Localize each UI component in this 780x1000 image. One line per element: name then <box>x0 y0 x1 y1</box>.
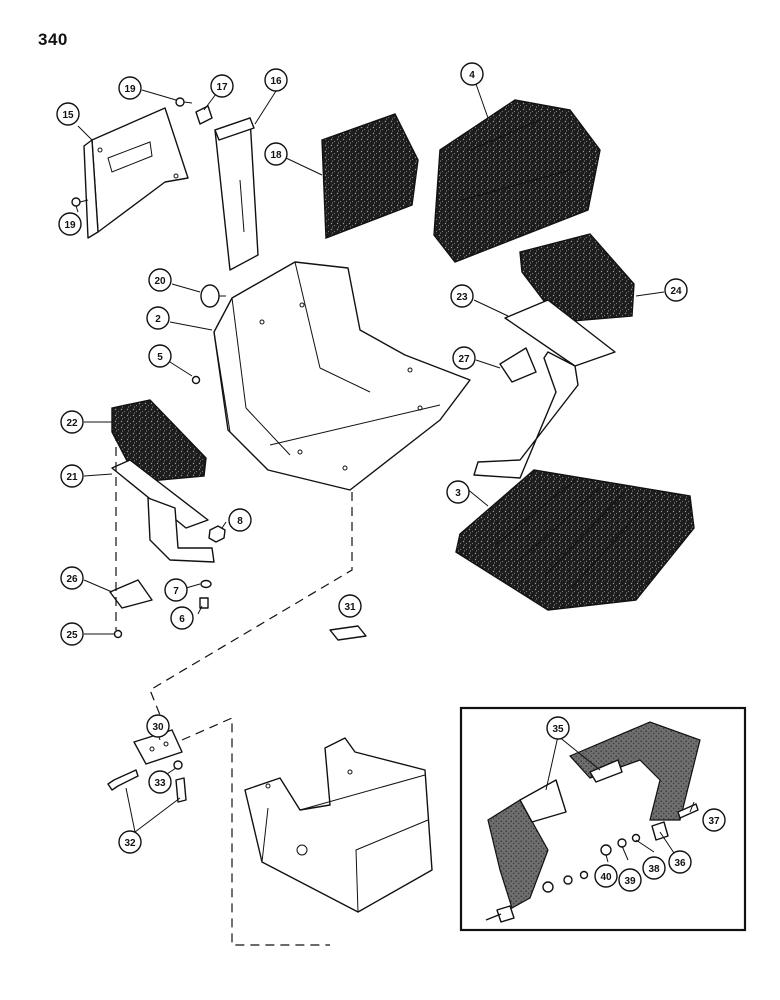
callout-26: 26 <box>60 566 84 590</box>
svg-text:38: 38 <box>648 864 660 875</box>
svg-text:8: 8 <box>237 516 243 527</box>
side-shield-plate <box>83 107 189 239</box>
svg-text:31: 31 <box>344 602 356 613</box>
callout-5: 5 <box>148 344 172 368</box>
svg-text:6: 6 <box>179 614 185 625</box>
callout-30: 30 <box>146 714 170 738</box>
callout-37: 37 <box>702 808 726 832</box>
clip-17 <box>195 105 213 125</box>
screw-19-top <box>175 97 193 107</box>
callout-40: 40 <box>594 864 618 888</box>
bumper-20 <box>200 284 226 308</box>
screw-5 <box>191 375 201 385</box>
mounting-bracket-27 <box>499 347 537 383</box>
svg-text:27: 27 <box>458 354 470 365</box>
callout-18: 18 <box>264 142 288 166</box>
backrest-cushion-18 <box>321 113 419 240</box>
callout-38: 38 <box>642 856 666 880</box>
svg-text:19: 19 <box>64 220 76 231</box>
callout-35: 35 <box>546 716 570 740</box>
callout-16: 16 <box>264 68 288 92</box>
svg-text:20: 20 <box>154 276 166 287</box>
svg-text:18: 18 <box>270 150 282 161</box>
callout-7: 7 <box>164 578 188 602</box>
callout-21: 21 <box>60 464 84 488</box>
svg-text:19: 19 <box>124 84 136 95</box>
seat-pan-2 <box>213 261 471 491</box>
callout-4: 4 <box>460 62 484 86</box>
svg-text:33: 33 <box>154 778 166 789</box>
callout-2: 2 <box>146 306 170 330</box>
callout-36: 36 <box>668 850 692 874</box>
callout-20: 20 <box>148 268 172 292</box>
bracket-26 <box>109 579 153 609</box>
callout-32: 32 <box>118 830 142 854</box>
callout-23: 23 <box>450 284 474 308</box>
svg-text:22: 22 <box>66 418 78 429</box>
callout-39: 39 <box>618 868 642 892</box>
slide-plate-16 <box>214 117 259 271</box>
callout-19-lower: 19 <box>58 212 82 236</box>
svg-text:4: 4 <box>469 70 475 81</box>
svg-text:39: 39 <box>624 876 636 887</box>
mount-line-seat-to-frame <box>149 492 353 731</box>
bolt-32-right <box>175 777 187 803</box>
svg-text:32: 32 <box>124 838 136 849</box>
svg-text:35: 35 <box>552 724 564 735</box>
callout-6: 6 <box>170 606 194 630</box>
screw-25 <box>113 629 123 639</box>
callout-19-top: 19 <box>118 76 142 100</box>
page-number: 340 <box>38 30 68 49</box>
callout-17: 17 <box>210 74 234 98</box>
callout-15: 15 <box>56 102 80 126</box>
callout-8: 8 <box>228 508 252 532</box>
svg-text:37: 37 <box>708 816 720 827</box>
seat-belt-inset <box>459 706 747 932</box>
backrest-cushion-4 <box>433 99 601 263</box>
callout-27: 27 <box>452 346 476 370</box>
bolt-32-left <box>107 769 139 791</box>
armrest-bracket-21 <box>111 459 215 563</box>
callout-25: 25 <box>60 622 84 646</box>
nut-8 <box>208 525 226 543</box>
armrest-pad-22 <box>111 399 207 483</box>
seat-support-frame <box>244 737 433 913</box>
screw-19-lower <box>71 197 89 207</box>
svg-text:23: 23 <box>456 292 468 303</box>
svg-text:36: 36 <box>674 858 686 869</box>
svg-text:2: 2 <box>155 314 161 325</box>
svg-text:40: 40 <box>600 872 612 883</box>
svg-text:16: 16 <box>270 76 282 87</box>
svg-text:7: 7 <box>173 586 179 597</box>
clip-31 <box>329 625 367 641</box>
nut-33 <box>173 760 183 770</box>
callout-33: 33 <box>148 770 172 794</box>
svg-text:30: 30 <box>152 722 164 733</box>
bolt-6 <box>199 597 209 609</box>
armrest-bracket-23 <box>473 299 616 479</box>
seat-cushion-3 <box>455 469 695 611</box>
svg-text:26: 26 <box>66 574 78 585</box>
svg-text:17: 17 <box>216 82 228 93</box>
callout-24: 24 <box>664 278 688 302</box>
mount-line-bracket-to-frame <box>181 717 330 946</box>
svg-text:5: 5 <box>157 352 163 363</box>
svg-text:15: 15 <box>62 110 74 121</box>
svg-text:21: 21 <box>66 472 78 483</box>
callout-31: 31 <box>338 594 362 618</box>
svg-text:24: 24 <box>670 286 682 297</box>
washer-7 <box>200 579 212 589</box>
callout-22: 22 <box>60 410 84 434</box>
callout-3: 3 <box>446 480 470 504</box>
svg-text:25: 25 <box>66 630 78 641</box>
svg-text:3: 3 <box>455 488 461 499</box>
